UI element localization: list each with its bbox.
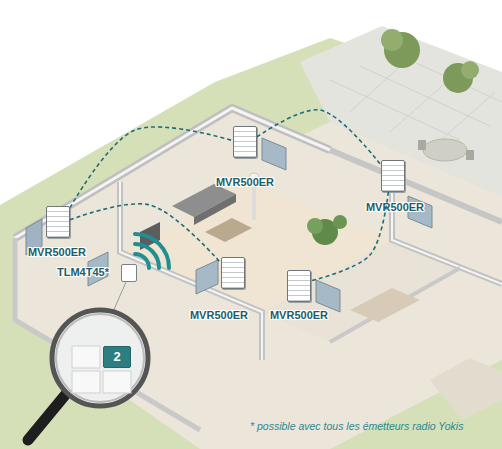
device-label: MVR500ER [254,309,344,322]
outer-wall [15,108,330,238]
chair [418,140,426,150]
radio-link [257,110,381,165]
radio-link [70,204,221,263]
terrace-tiles [330,48,502,150]
zoom-line [112,282,126,314]
radio-wave [135,244,159,268]
radio-link [70,127,233,208]
magnifier-handle [28,394,66,440]
footnote: * possible avec tous les émetteurs radio… [250,420,500,433]
plant [333,215,347,229]
transmitter-icon: TLM4T45* [121,264,137,282]
device-label: MVR500ER [174,309,264,322]
switch-button [72,346,100,368]
radio-wave [135,254,149,268]
module-icon: MVR500ER [287,270,311,302]
device-label: MVR500ER [12,246,102,259]
lawn [0,38,502,449]
coffee-table [205,218,252,242]
chair [466,150,474,160]
module-icon: MVR500ER [46,206,70,238]
wall-top [392,170,502,284]
outer-wall [330,150,502,222]
radio-wave [135,234,169,268]
module-icon: MVR500ER [233,126,257,158]
switch-button-active: 2 [103,346,131,368]
switch-button [103,371,131,393]
wall-top [15,108,330,238]
inner-wall [392,170,502,284]
terrace-table [423,139,467,161]
module-icon: MVR500ER [221,257,245,289]
magnifier-rim [56,314,144,402]
device-label: MVR500ER [200,176,290,189]
outer-wall [15,238,200,430]
tree [461,61,479,79]
device-label: TLM4T45* [38,266,128,279]
kitchen-counter [430,358,502,420]
switch-button [72,371,100,393]
device-label: MVR500ER [350,201,440,214]
magnifier-lens [52,310,148,406]
plant [307,218,323,234]
inner-wall [330,268,460,342]
tree [381,29,403,51]
terrace [300,26,502,196]
cabinet [350,288,420,322]
window-blind [196,260,218,294]
button-number: 2 [113,350,120,364]
window-blind [316,280,340,312]
window-blind [262,138,286,170]
module-icon: MVR500ER [381,160,405,192]
radio-link [311,192,388,281]
